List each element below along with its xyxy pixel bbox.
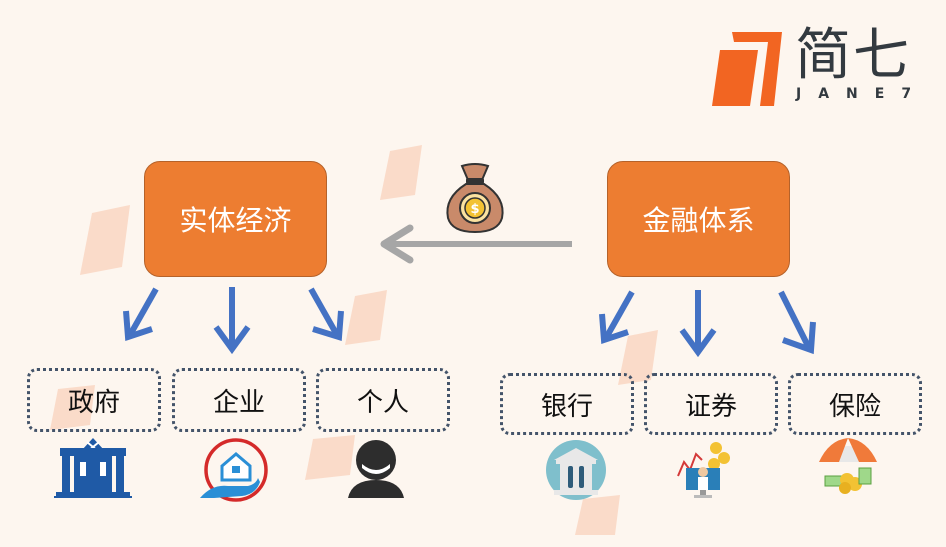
stock-trader-icon: [676, 440, 738, 502]
arrow-to-individual: [305, 285, 350, 345]
flow-arrow: [376, 224, 574, 264]
logo-chinese-text: 简七: [795, 23, 911, 88]
bank-label: 银行: [540, 391, 593, 422]
person-icon: [346, 436, 406, 500]
logo-mark-icon: [712, 30, 784, 108]
svg-text:$: $: [470, 202, 479, 217]
government-building-icon: [52, 436, 134, 500]
logo-english-text: JANE7: [796, 86, 929, 102]
arrow-to-bank: [594, 288, 639, 348]
arrow-to-insurance: [775, 288, 820, 358]
bank-box: 银行: [500, 373, 634, 435]
insurance-label: 保险: [828, 391, 881, 422]
government-box: 政府: [27, 368, 161, 432]
enterprise-label: 企业: [212, 387, 265, 418]
money-bag-icon: $: [442, 162, 508, 234]
securities-label: 证券: [684, 391, 737, 422]
financial-system-label: 金融体系: [642, 204, 755, 237]
bank-icon: [544, 440, 608, 502]
watermark: [380, 145, 430, 200]
watermark: [80, 205, 140, 275]
government-label: 政府: [67, 387, 120, 418]
watermark: [50, 385, 100, 430]
house-in-hand-icon: [198, 436, 270, 504]
individual-box: 个人: [316, 368, 450, 432]
watermark: [618, 330, 663, 385]
enterprise-box: 企业: [172, 368, 306, 432]
arrow-to-government: [118, 285, 163, 345]
real-economy-label: 实体经济: [179, 204, 292, 237]
real-economy-box: 实体经济: [144, 161, 327, 277]
watermark: [575, 495, 625, 535]
arrow-to-securities: [678, 288, 718, 358]
watermark: [345, 290, 395, 345]
securities-box: 证券: [644, 373, 778, 435]
individual-label: 个人: [356, 387, 409, 418]
arrow-to-enterprise: [212, 285, 252, 355]
watermark: [305, 435, 360, 480]
financial-system-box: 金融体系: [607, 161, 790, 277]
insurance-box: 保险: [788, 373, 922, 435]
insurance-umbrella-icon: [815, 436, 881, 498]
